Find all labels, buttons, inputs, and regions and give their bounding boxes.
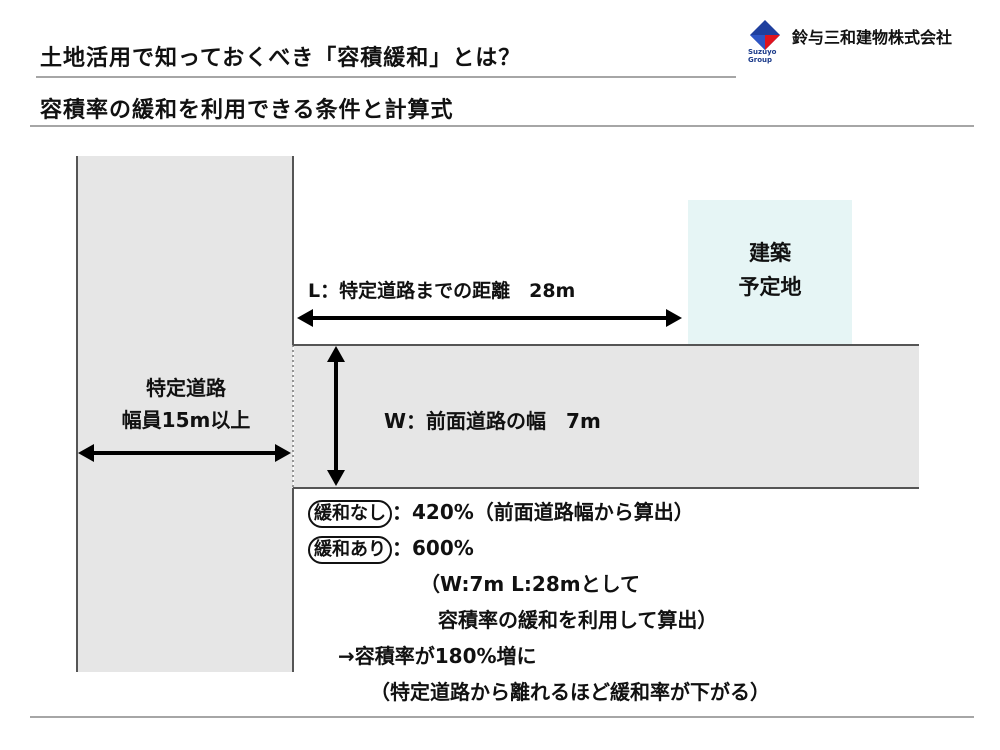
no-relief-text: ：420%（前面道路幅から算出） [392, 500, 694, 524]
building-site [688, 200, 852, 344]
title-underline [36, 76, 736, 78]
site-label-line1: 建築 [749, 241, 791, 265]
footer-divider [30, 716, 974, 718]
subtitle-divider [30, 125, 974, 127]
page-subtitle: 容積率の緩和を利用できる条件と計算式 [40, 98, 454, 123]
calc-line2: 容積率の緩和を利用して算出） [438, 608, 718, 632]
logo-red-triangle [765, 35, 780, 50]
relief-line: 緩和あり：600% [308, 530, 770, 566]
company-logo-icon [750, 20, 780, 50]
relief-tag: 緩和あり [308, 536, 392, 564]
front-road-width-label: W：前面道路の幅 7m [384, 409, 601, 433]
distance-label: L：特定道路までの距離 28m [308, 280, 576, 302]
road-width-arrow [78, 444, 291, 462]
specified-road-label: 特定道路 幅員15m以上 [80, 372, 292, 436]
road-label-line2: 幅員15m以上 [121, 408, 251, 432]
building-site-label: 建築 予定地 [688, 236, 852, 304]
no-relief-line: 緩和なし：420%（前面道路幅から算出） [308, 494, 770, 530]
relief-text: ：600% [392, 536, 474, 560]
no-relief-tag: 緩和なし [308, 500, 392, 528]
site-label-line2: 予定地 [738, 275, 802, 299]
company-name: 鈴与三和建物株式会社 [792, 28, 953, 47]
front-road [294, 345, 919, 488]
ratio-notes: 緩和なし：420%（前面道路幅から算出） 緩和あり：600% （W:7m L:2… [308, 494, 770, 710]
distance-arrow [297, 309, 682, 327]
result-line2: （特定道路から離れるほど緩和率が下がる） [370, 680, 770, 704]
logo-text-suzuyo: Suzuyo [748, 48, 777, 56]
road-label-line1: 特定道路 [146, 376, 226, 400]
logo-blue-triangle [750, 35, 765, 50]
logo-caption: Suzuyo Group [748, 48, 776, 64]
logo-text-group: Group [748, 56, 773, 64]
calc-line1: （W:7m L:28mとして [420, 572, 640, 596]
result-line1: →容積率が180%増に [338, 644, 537, 668]
page-title: 土地活用で知っておくべき「容積緩和」とは？ [40, 46, 522, 71]
front-road-width-arrow [327, 346, 345, 486]
specified-road [78, 156, 293, 672]
